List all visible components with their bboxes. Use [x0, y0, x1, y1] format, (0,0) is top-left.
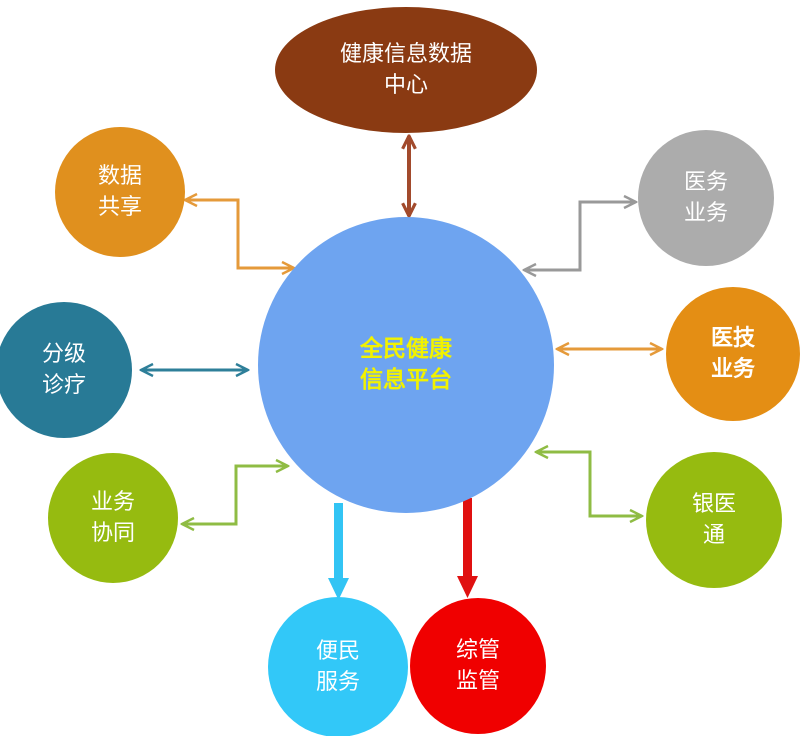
- collab-line1: 业务: [90, 490, 135, 515]
- data-share-line1: 数据: [97, 164, 142, 189]
- supervision-circle: [410, 598, 546, 734]
- bank-line2: 通: [702, 523, 725, 548]
- top-line1: 健康信息数据: [339, 42, 472, 67]
- data-share-circle: [55, 127, 185, 257]
- arrow-center-convenience: [328, 503, 349, 600]
- connectors: [141, 136, 662, 600]
- center-line2: 信息平台: [360, 367, 452, 393]
- top-ellipse: [275, 7, 537, 133]
- medical-affairs-circle: [638, 130, 774, 266]
- center-circle: [258, 217, 554, 513]
- supervision-line1: 综管: [455, 638, 500, 663]
- data-share-node-label: 数据 共享: [70, 142, 170, 242]
- bank-node-label: 银医 通: [664, 470, 764, 570]
- node-shapes: [0, 7, 800, 736]
- arrow-data-share-center: [185, 200, 294, 268]
- tech-line2: 业务: [710, 357, 755, 382]
- center-line1: 全民健康: [360, 336, 452, 362]
- tech-node-label: 医技 业务: [683, 304, 783, 404]
- convenience-line1: 便民: [315, 639, 360, 664]
- tiered-node-label: 分级 诊疗: [14, 320, 114, 420]
- medical-affairs-line1: 医务: [683, 170, 728, 195]
- collab-line2: 协同: [90, 521, 135, 546]
- convenience-node-label: 便民 服务: [288, 617, 388, 717]
- top-node-label: 健康信息数据 中心: [306, 22, 506, 118]
- supervision-line2: 监管: [455, 669, 500, 694]
- bank-circle: [646, 452, 782, 588]
- bank-line1: 银医: [691, 492, 736, 517]
- collab-circle: [48, 453, 178, 583]
- tech-circle: [666, 287, 800, 421]
- medical-affairs-line2: 业务: [683, 201, 728, 226]
- convenience-line2: 服务: [315, 670, 360, 695]
- arrow-bank-center: [536, 452, 642, 516]
- arrow-medical-affairs-center: [524, 202, 636, 270]
- top-line2: 中心: [383, 73, 428, 98]
- tech-line1: 医技: [710, 326, 755, 351]
- data-share-line2: 共享: [97, 195, 142, 220]
- center-label: 全民健康 信息平台: [306, 315, 506, 415]
- tiered-line2: 诊疗: [41, 373, 86, 398]
- medical-affairs-node-label: 医务 业务: [656, 148, 756, 248]
- collab-node-label: 业务 协同: [63, 468, 163, 568]
- tiered-line1: 分级: [41, 342, 86, 367]
- supervision-node-label: 综管 监管: [428, 616, 528, 716]
- arrow-center-supervision: [457, 498, 478, 598]
- convenience-circle: [268, 597, 408, 736]
- arrow-collab-center: [182, 466, 288, 524]
- tiered-circle: [0, 302, 132, 438]
